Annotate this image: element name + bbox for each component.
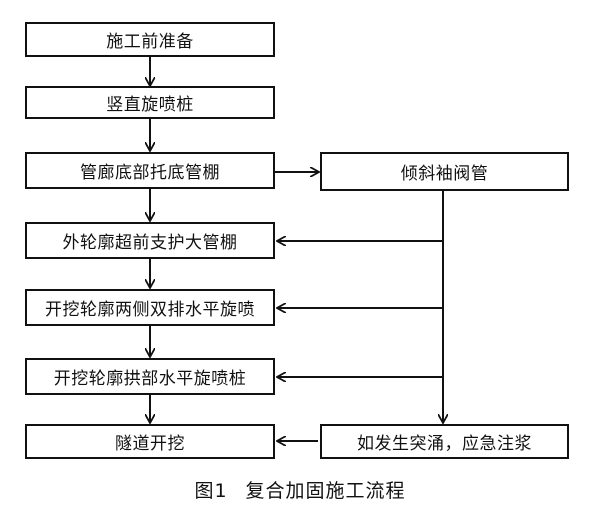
step-advance-support-pipe-roof-label: 外轮廓超前支护大管棚 (62, 233, 238, 253)
step-side-horizontal-jet-label: 开挖轮廓两侧双排水平旋喷 (45, 300, 255, 320)
step-tunnel-excavation-label: 隧道开挖 (115, 434, 185, 454)
step-underpin-pipe-roof: 管廊底部托底管棚 (25, 152, 275, 189)
side-emergency-grouting: 如发生突涌，应急注浆 (320, 424, 569, 459)
figure-number: 图1 (194, 480, 228, 502)
side-inclined-sleeve-pipe: 倾斜袖阀管 (320, 152, 569, 191)
figure-caption: 图1 复合加固施工流程 (0, 476, 600, 503)
step-arch-horizontal-jet-pile-label: 开挖轮廓拱部水平旋喷桩 (53, 369, 247, 389)
step-vertical-jet-pile: 竖直旋喷桩 (25, 86, 275, 119)
step-side-horizontal-jet: 开挖轮廓两侧双排水平旋喷 (25, 289, 275, 326)
step-preparation-label: 施工前准备 (106, 32, 194, 52)
side-emergency-grouting-label: 如发生突涌，应急注浆 (357, 434, 532, 454)
side-inclined-sleeve-pipe-label: 倾斜袖阀管 (400, 164, 489, 184)
step-vertical-jet-pile-label: 竖直旋喷桩 (106, 95, 194, 115)
step-arch-horizontal-jet-pile: 开挖轮廓拱部水平旋喷桩 (25, 358, 275, 395)
step-tunnel-excavation: 隧道开挖 (25, 424, 275, 459)
step-underpin-pipe-roof-label: 管廊底部托底管棚 (80, 163, 220, 183)
figure-title: 复合加固施工流程 (245, 480, 406, 502)
step-advance-support-pipe-roof: 外轮廓超前支护大管棚 (25, 222, 275, 259)
step-preparation: 施工前准备 (25, 22, 275, 57)
